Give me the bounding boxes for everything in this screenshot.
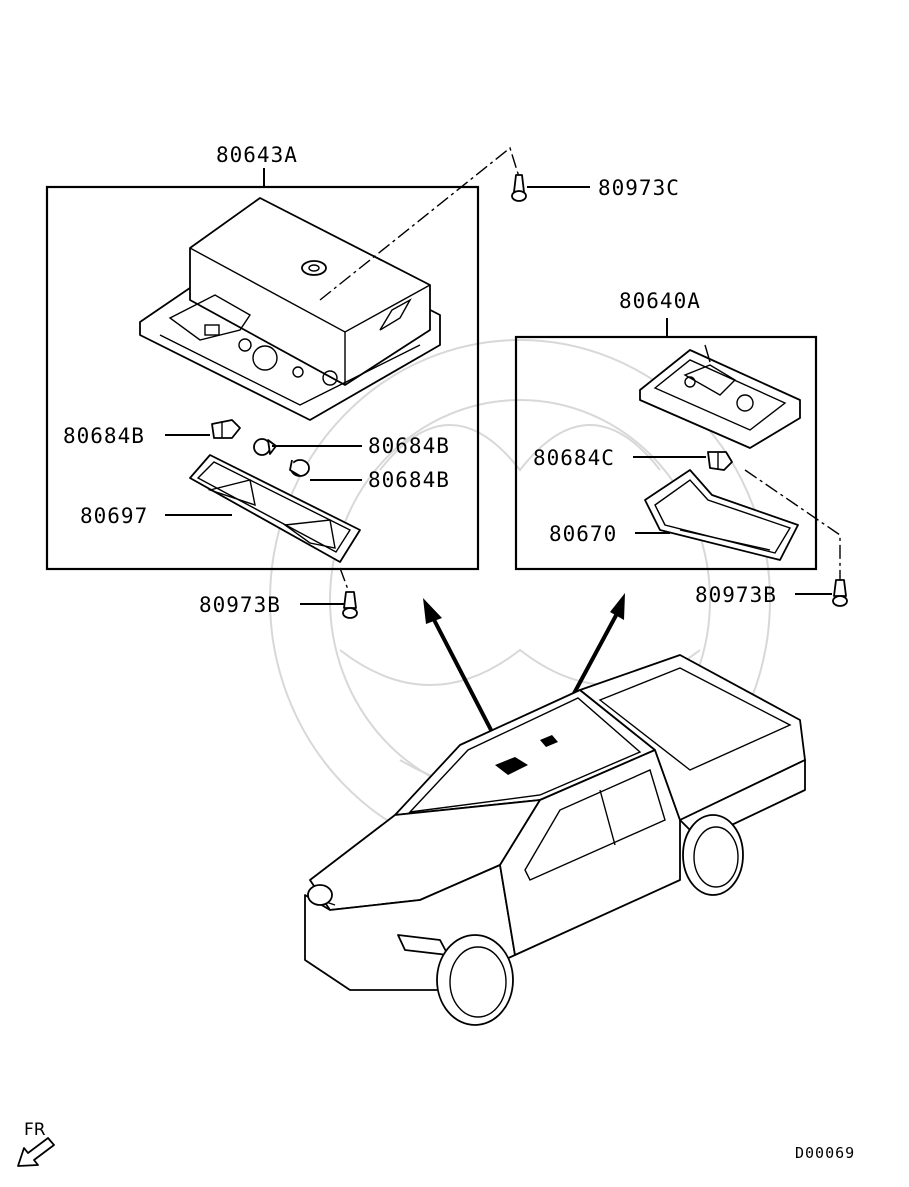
front-lamp-frame: [45, 185, 480, 571]
label-80684B-3: 80684B: [368, 468, 450, 492]
front-lens: [189, 454, 361, 563]
diagram-code: D00069: [795, 1144, 855, 1162]
rear-lens: [644, 469, 799, 561]
label-80684B-1: 80684B: [63, 424, 145, 448]
front-bulb-1: [211, 419, 241, 439]
label-80973B-left: 80973B: [199, 593, 281, 617]
label-80684C: 80684C: [533, 446, 615, 470]
direction-label: FR: [24, 1120, 46, 1140]
label-80973B-right: 80973B: [695, 583, 777, 607]
label-80973C: 80973C: [598, 176, 680, 200]
screw-top: 80973C: [319, 146, 680, 301]
rear-bulb: [707, 451, 733, 471]
label-80640A: 80640A: [619, 289, 701, 313]
rear-lamp-group: 80640A 80684C 80670: [514, 289, 818, 571]
front-direction-indicator: FR: [17, 1120, 55, 1167]
rear-lamp-housing: [639, 344, 801, 449]
direction-arrow-icon: [17, 1137, 55, 1167]
label-80670: 80670: [549, 522, 617, 546]
screw-left: 80973B: [199, 567, 358, 619]
label-80697: 80697: [80, 504, 148, 528]
screw-right: 80973B: [695, 469, 848, 607]
vehicle-outline: [304, 654, 806, 1026]
front-lamp-group: 80643A 80684B: [45, 143, 480, 571]
front-lamp-housing: [139, 197, 441, 421]
label-80643A: 80643A: [216, 143, 298, 167]
front-bulb-3: [289, 459, 310, 477]
label-80684B-2: 80684B: [368, 434, 450, 458]
